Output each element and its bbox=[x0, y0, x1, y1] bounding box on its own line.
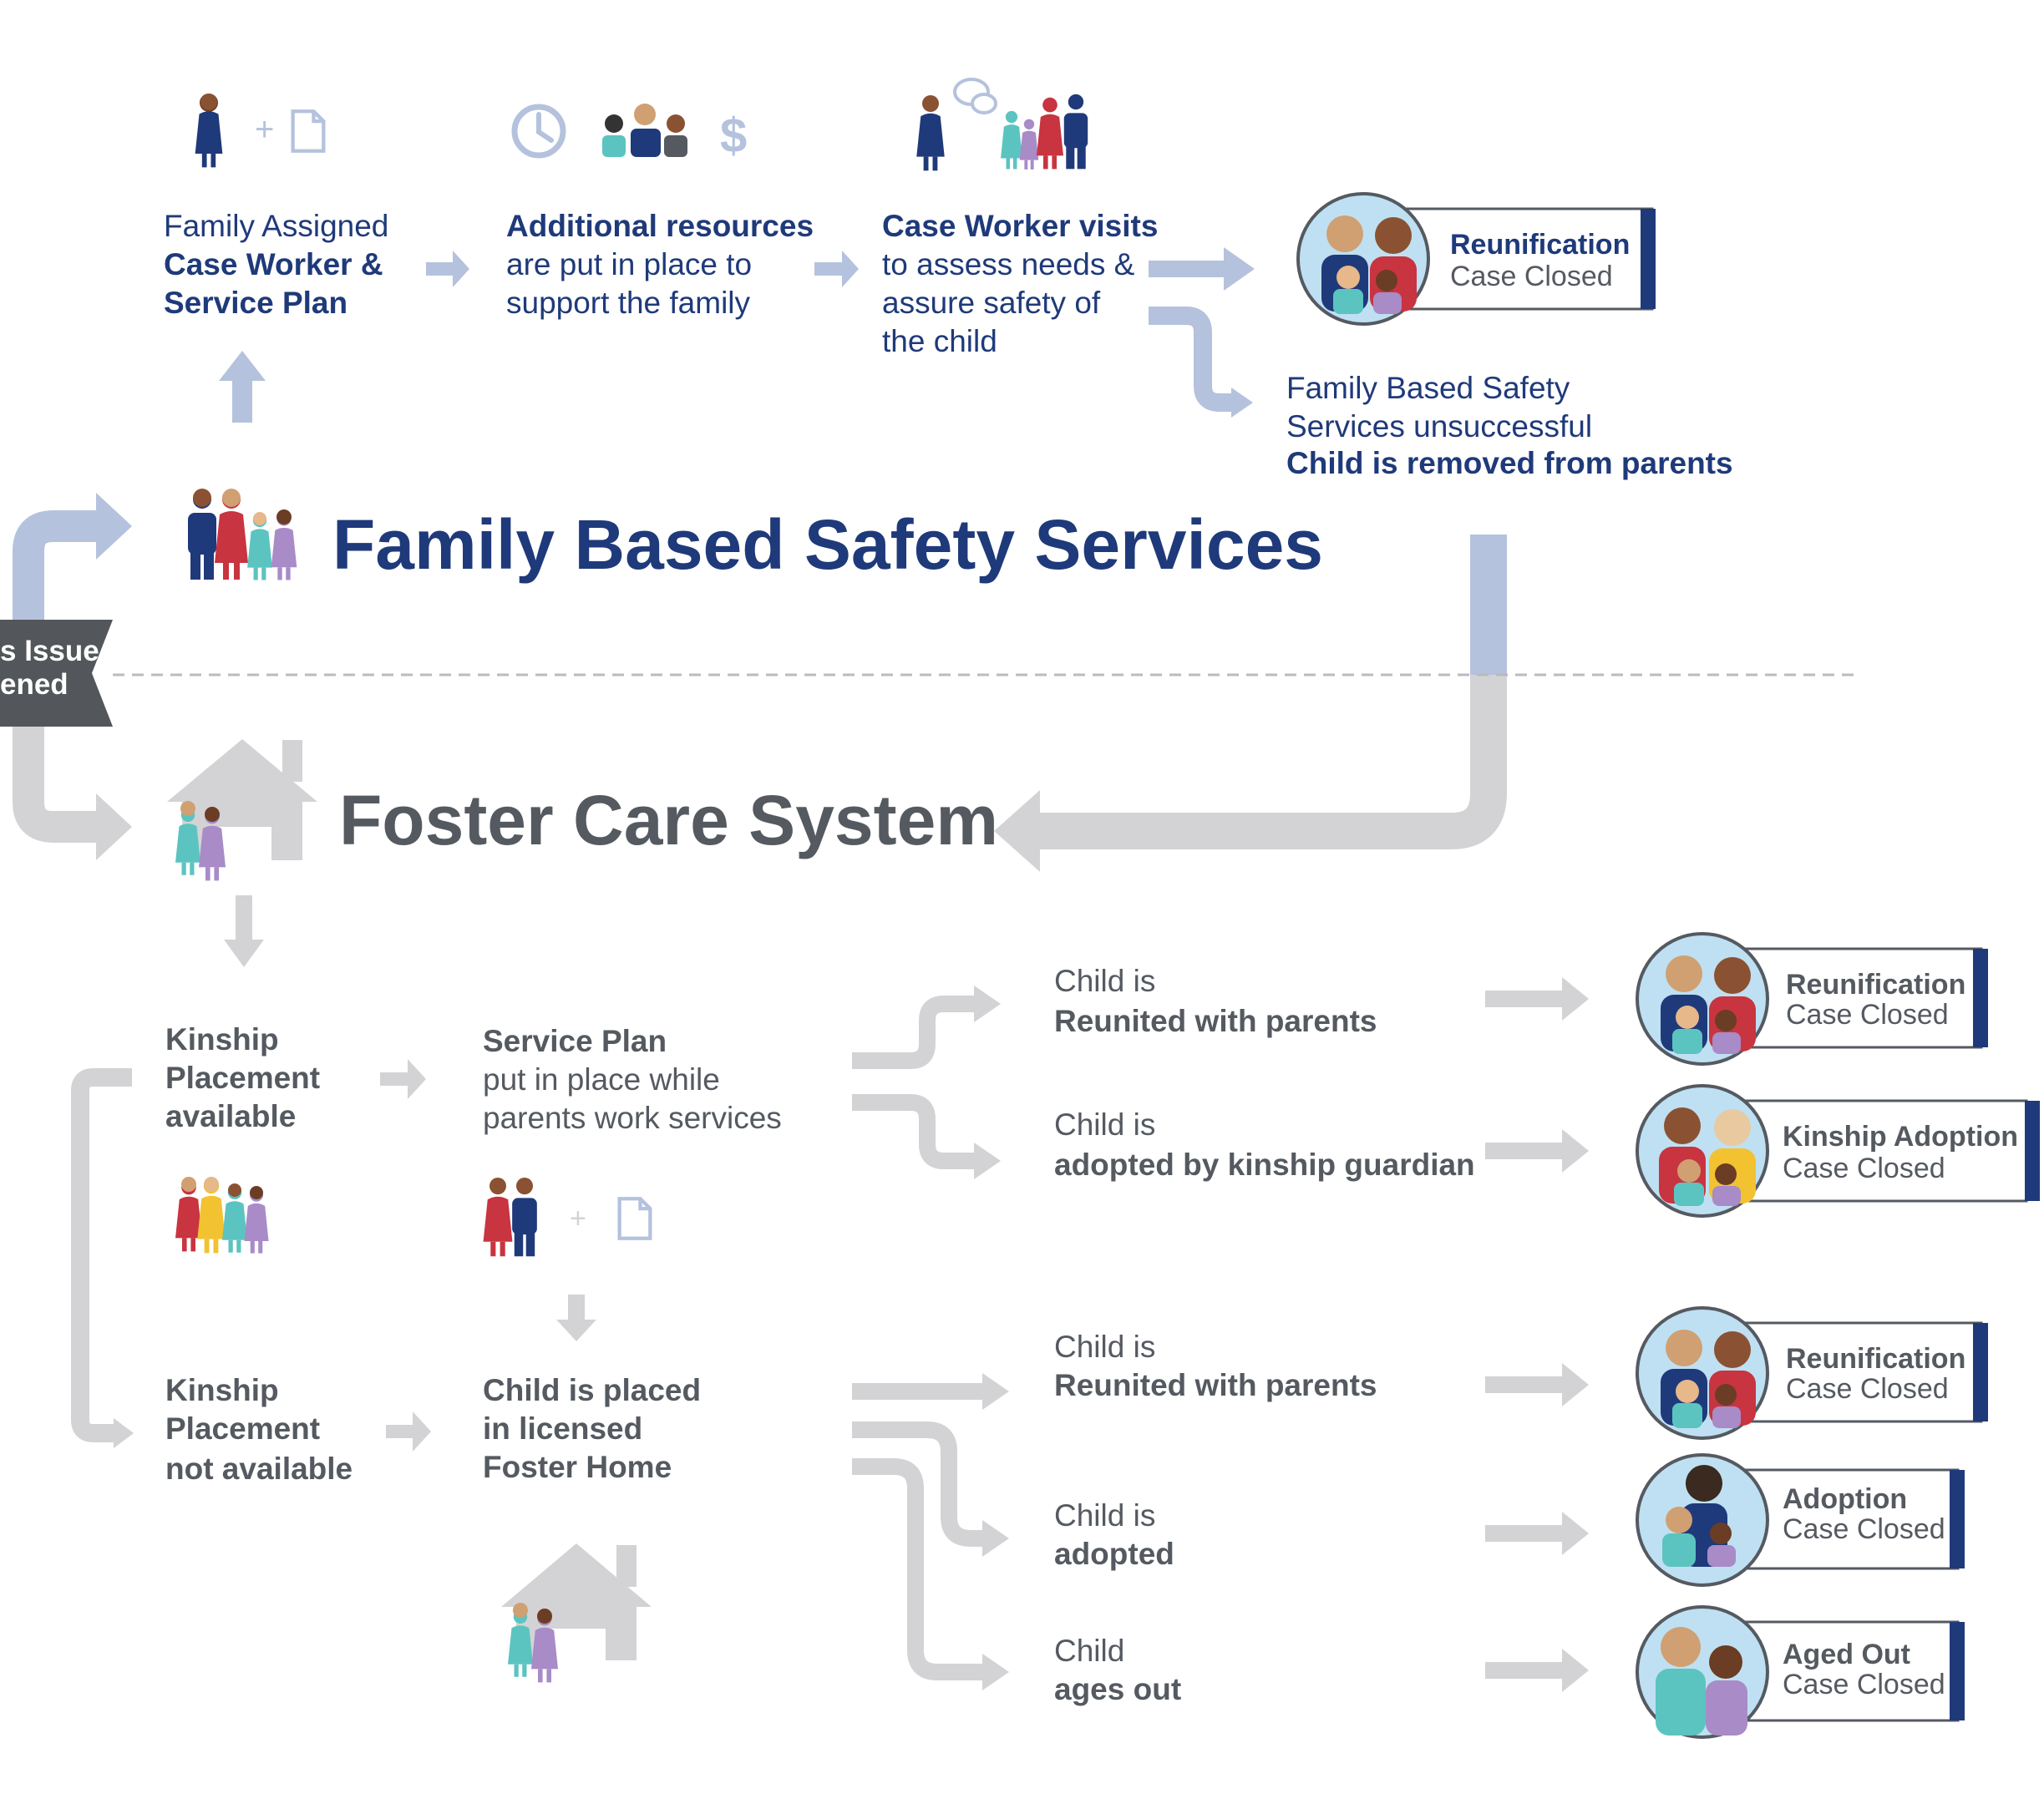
fbss-outcome-subtitle: Case Closed bbox=[1450, 261, 1613, 292]
branch-placed bbox=[852, 1383, 986, 1680]
kinship-bracket bbox=[71, 1068, 132, 1442]
dollar-icon: $ bbox=[720, 109, 747, 163]
path-2-line2: adopted by kinship guardian bbox=[1054, 1148, 1475, 1182]
path-1-line2: Reunited with parents bbox=[1054, 1004, 1377, 1038]
outcome-4-title: Adoption bbox=[1783, 1483, 1908, 1515]
document-icon bbox=[293, 111, 324, 151]
outcome-5-subtitle: Case Closed bbox=[1783, 1669, 1945, 1700]
step1-line1: Family Assigned bbox=[164, 209, 389, 243]
step3-line3: assure safety of bbox=[882, 286, 1101, 320]
foster-house-icon bbox=[167, 739, 317, 881]
arrow-banner-to-foster bbox=[12, 718, 100, 843]
unsuccessful-line1: Family Based Safety bbox=[1286, 371, 1570, 405]
kinship-available-line1: Kinship bbox=[165, 1022, 279, 1057]
step1-line3: Service Plan bbox=[164, 286, 348, 320]
step2-line3: support the family bbox=[506, 286, 751, 320]
kinship-not-available-line2: Placement bbox=[165, 1411, 321, 1446]
outcome-arrows bbox=[1485, 977, 1589, 1692]
kinship-not-available-line3: not available bbox=[165, 1452, 353, 1486]
arrow-removed-to-foster bbox=[1036, 535, 1507, 849]
serviceplan-line1: Service Plan bbox=[483, 1024, 667, 1058]
path-1-line1: Child is bbox=[1054, 964, 1156, 998]
path-5-line1: Child bbox=[1054, 1634, 1125, 1668]
path-4-line1: Child is bbox=[1054, 1498, 1156, 1533]
placed-line1: Child is placed bbox=[483, 1373, 702, 1407]
badge-kinship-adoption bbox=[1636, 1084, 2040, 1218]
step3-line2: to assess needs & bbox=[882, 247, 1135, 281]
top-arrows bbox=[219, 247, 1255, 423]
kinship-available-line2: Placement bbox=[165, 1061, 321, 1095]
path-3-line2: Reunited with parents bbox=[1054, 1368, 1377, 1402]
caseworker-icon bbox=[195, 94, 223, 168]
step3-line1: Case Worker visits bbox=[882, 209, 1159, 243]
arrow-kinship-to-serviceplan bbox=[380, 1059, 426, 1099]
fbss-family-icon bbox=[188, 489, 297, 580]
foster-home-icon bbox=[501, 1543, 652, 1683]
step2-line1: Additional resources bbox=[506, 209, 814, 243]
arrow-step3-reunification bbox=[1149, 247, 1255, 291]
outcome-2-title: Kinship Adoption bbox=[1783, 1121, 2019, 1153]
svg-text:+: + bbox=[570, 1203, 586, 1234]
outcome-2-subtitle: Case Closed bbox=[1783, 1153, 1945, 1184]
arrow-serviceplan-down bbox=[556, 1295, 596, 1341]
badge-fbss-reunification bbox=[1296, 192, 1656, 326]
clock-icon bbox=[511, 104, 566, 159]
step3-line4: the child bbox=[882, 324, 997, 358]
outcome-1-title: Reunification bbox=[1786, 969, 1966, 1001]
arrow-up-to-step1 bbox=[219, 351, 266, 423]
path-2-line1: Child is bbox=[1054, 1107, 1156, 1142]
kinship-available-line3: available bbox=[165, 1099, 297, 1133]
badge-reunification-2 bbox=[1636, 1306, 1988, 1440]
unsuccessful-line3: Child is removed from parents bbox=[1286, 446, 1733, 480]
arrow-foster-down bbox=[224, 895, 264, 967]
outcome-5-title: Aged Out bbox=[1783, 1639, 1910, 1670]
arrow-to-unsuccessful bbox=[1149, 307, 1235, 412]
visit-icon bbox=[916, 78, 1088, 171]
arrow-banner-to-fbss bbox=[12, 510, 100, 635]
issue-banner bbox=[0, 620, 113, 727]
arrow-kinship-to-placed bbox=[386, 1411, 431, 1452]
arrow-step2-step3 bbox=[814, 251, 859, 287]
path-4-line2: adopted bbox=[1054, 1537, 1174, 1571]
foster-title: Foster Care System bbox=[339, 781, 999, 859]
serviceplan-line2: put in place while bbox=[483, 1062, 720, 1097]
outcome-4-subtitle: Case Closed bbox=[1783, 1513, 1945, 1545]
path-3-line1: Child is bbox=[1054, 1330, 1156, 1364]
step2-line2: are put in place to bbox=[506, 247, 753, 281]
kinship-family-icon bbox=[175, 1177, 269, 1254]
badge-reunification-1 bbox=[1636, 932, 1988, 1066]
banner-line2: ened bbox=[0, 668, 68, 701]
placed-line3: Foster Home bbox=[483, 1450, 672, 1484]
step1-line2: Case Worker & bbox=[164, 247, 383, 281]
badge-adoption bbox=[1636, 1453, 1965, 1587]
branch-serviceplan bbox=[852, 996, 977, 1169]
family-group-icon bbox=[602, 104, 687, 157]
banner-line1: s Issue bbox=[0, 635, 99, 667]
outcome-3-subtitle: Case Closed bbox=[1786, 1373, 1949, 1405]
path-5-line2: ages out bbox=[1054, 1672, 1182, 1706]
placed-line2: in licensed bbox=[483, 1411, 643, 1446]
fbss-outcome-title: Reunification bbox=[1450, 229, 1631, 261]
arrow-step1-step2 bbox=[426, 251, 469, 287]
unsuccessful-line2: Services unsuccessful bbox=[1286, 409, 1593, 443]
plus-icon: + bbox=[255, 111, 274, 148]
fbss-title: Family Based Safety Services bbox=[332, 505, 1324, 584]
kinship-not-available-line1: Kinship bbox=[165, 1373, 279, 1407]
outcome-1-subtitle: Case Closed bbox=[1786, 999, 1949, 1031]
serviceplan-icon: + bbox=[483, 1178, 651, 1257]
outcome-3-title: Reunification bbox=[1786, 1343, 1966, 1375]
serviceplan-line3: parents work services bbox=[483, 1101, 782, 1135]
badge-aged-out bbox=[1636, 1605, 1965, 1739]
